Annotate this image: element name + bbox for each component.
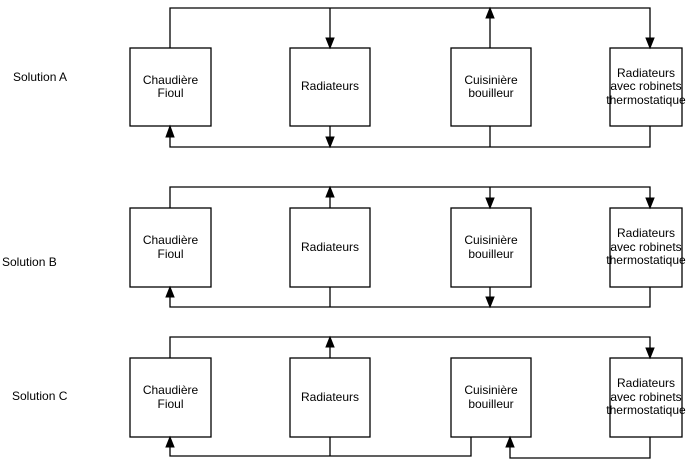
arrowhead-up-icon [485,6,495,19]
box-label-text: Cuisinière bouilleur [464,233,518,261]
row-label-solution-b: Solution B [2,255,57,269]
box-radiateurs-b: Radiateurs [290,208,370,287]
box-label-text: Chaudière Fioul [142,72,199,100]
box-label-text: Radiateurs [300,389,360,404]
arrowhead-down-icon [325,136,335,149]
box-radiateurs-c: Radiateurs [290,358,370,437]
box-label-text: Cuisinière bouilleur [464,72,518,100]
box-outline [450,47,532,127]
box-cuisiniere-bouilleur-b: Cuisinière bouilleur [451,208,531,287]
box-outline [609,207,683,288]
box-chaudiere-fioul-a: Chaudière Fioul [130,48,211,126]
box-label-text: Chaudière Fioul [142,233,199,261]
arrowhead-up-icon [505,435,515,448]
arrowhead-up-icon [165,124,175,138]
box-label-text: Radiateurs avec robinets thermostatique [606,226,686,268]
box-label-text: Radiateurs avec robinets thermostatique [606,65,686,107]
box-outline [450,207,532,288]
solution-c-shapes [129,335,683,459]
box-label-text: Cuisinière bouilleur [464,383,518,411]
box-label-text: Radiateurs [300,239,360,254]
bottom-bus [169,126,651,148]
box-radiateurs-thermostatique-a: Radiateurs avec robinets thermostatique [606,48,685,126]
solution-a-shapes [129,6,683,149]
bottom-bus-right [509,437,651,459]
box-outline [609,47,683,127]
top-bus [169,186,651,208]
arrowhead-up-icon [325,335,335,348]
box-outline [609,357,683,438]
top-bus [169,7,651,48]
box-radiateurs-thermostatique-b: Radiateurs avec robinets thermostatique [606,208,685,287]
arrowhead-down-icon [645,197,655,210]
box-chaudiere-fioul-b: Chaudière Fioul [130,208,211,287]
box-label-text: Radiateurs [300,79,360,94]
box-outline [450,357,532,438]
arrowhead-up-icon [325,185,335,198]
box-label-text: Radiateurs avec robinets thermostatique [606,376,686,418]
row-label-solution-c: Solution C [12,389,68,403]
arrowhead-up-icon [165,285,175,298]
box-radiateurs-a: Radiateurs [290,48,370,126]
solution-b-shapes [129,185,683,309]
bottom-bus [169,287,651,308]
box-chaudiere-fioul-c: Chaudière Fioul [130,358,211,437]
box-label-text: Chaudière Fioul [142,383,199,411]
arrowhead-down-icon [485,197,495,210]
top-bus [169,336,651,358]
row-label-solution-a: Solution A [13,70,68,84]
arrowhead-down-icon [325,37,335,50]
arrowhead-down-icon [485,296,495,309]
arrowhead-up-icon [165,435,175,448]
box-radiateurs-thermostatique-c: Radiateurs avec robinets thermostatique [606,358,685,437]
box-cuisiniere-bouilleur-c: Cuisinière bouilleur [451,358,531,437]
arrowhead-down-icon [645,37,655,50]
box-cuisiniere-bouilleur-a: Cuisinière bouilleur [451,48,531,126]
bottom-bus-left [169,437,472,457]
arrowhead-down-icon [645,347,655,360]
